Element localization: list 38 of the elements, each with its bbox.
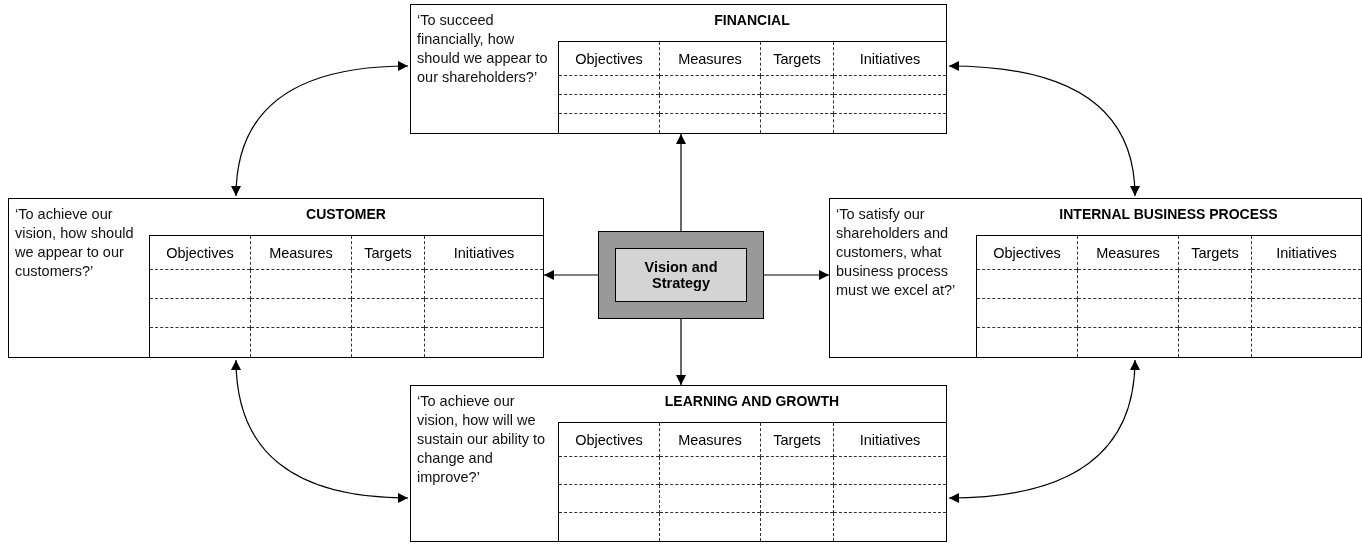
column-header: Measures — [250, 235, 352, 270]
column-header: Initiatives — [833, 41, 946, 76]
arrow — [676, 318, 686, 386]
column-header: Objectives — [149, 235, 251, 270]
arrow — [948, 359, 1140, 503]
column-header: Measures — [1077, 235, 1179, 270]
arrow — [543, 270, 599, 280]
arrow — [948, 61, 1140, 197]
question-text: ‘To satisfy our shareholders and customers, what business process must we excel at?’ — [836, 205, 957, 300]
column-header: Initiatives — [833, 422, 946, 457]
perspective-box — [8, 198, 544, 358]
arrow — [231, 61, 409, 197]
column-header: Targets — [351, 235, 425, 270]
column-header: Targets — [760, 422, 834, 457]
perspective-title: LEARNING AND GROWTH — [663, 393, 841, 409]
column-header: Measures — [659, 422, 761, 457]
question-text: ‘To achieve our vision, how should we appear to our customers?’ — [15, 205, 135, 281]
arrow — [676, 133, 686, 232]
arrow — [763, 270, 830, 280]
question-text: ‘To succeed financially, how should we appear to our shareholders?’ — [417, 11, 549, 87]
perspective-title: INTERNAL BUSINESS PROCESS — [1058, 206, 1279, 222]
perspective-title: CUSTOMER — [305, 206, 387, 222]
column-header: Objectives — [976, 235, 1078, 270]
arrow — [231, 359, 409, 503]
perspective-title: FINANCIAL — [713, 12, 791, 28]
column-header: Objectives — [558, 41, 660, 76]
perspective-box — [829, 198, 1362, 358]
vision-box — [598, 231, 764, 319]
column-header: Objectives — [558, 422, 660, 457]
perspective-box — [410, 4, 947, 134]
column-header: Measures — [659, 41, 761, 76]
vision-label: Vision and Strategy — [615, 248, 747, 302]
column-header: Targets — [1178, 235, 1252, 270]
question-text: ‘To achieve our vision, how will we sustain our ability to change and improve?’ — [417, 392, 547, 487]
column-header: Targets — [760, 41, 834, 76]
perspective-box — [410, 385, 947, 542]
column-header: Initiatives — [424, 235, 543, 270]
column-header: Initiatives — [1251, 235, 1361, 270]
